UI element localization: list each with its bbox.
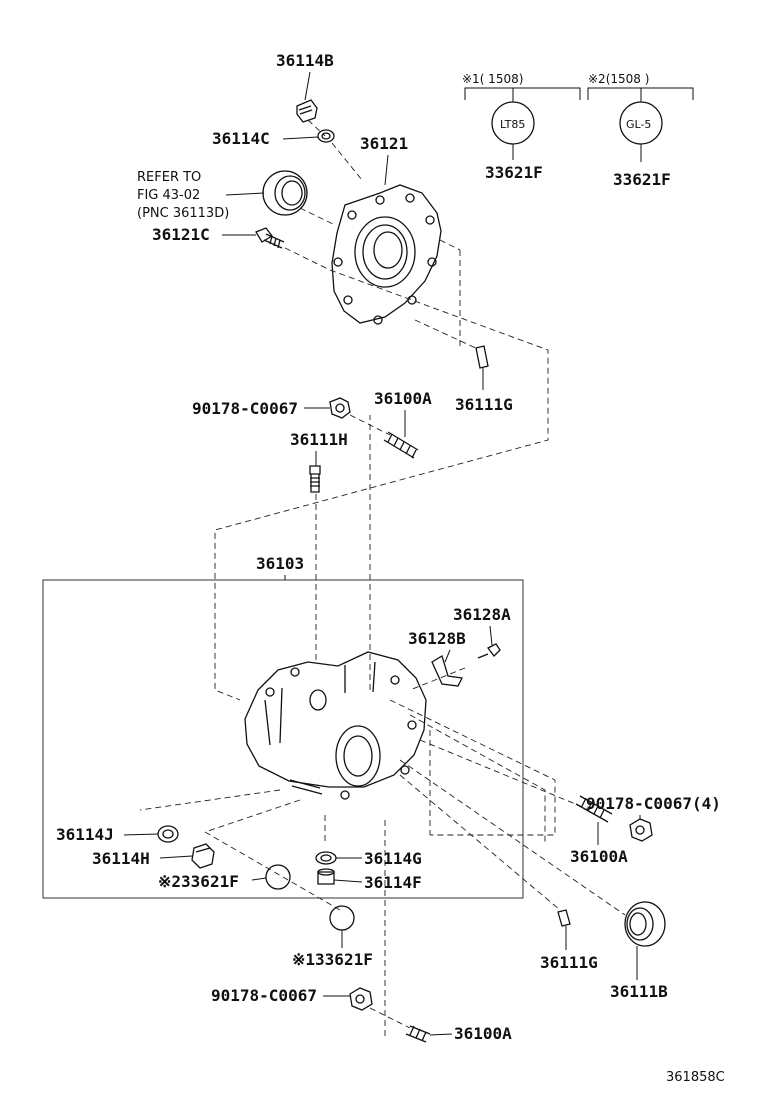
label-36128A: 36128A [453, 605, 511, 624]
label-36114C: 36114C [212, 129, 270, 148]
label-36111G-top: 36111G [455, 395, 513, 414]
housing-36103-icon [244, 651, 427, 800]
label-36111B: 36111B [610, 982, 668, 1001]
label-33621F-m2: ※233621F [158, 872, 239, 891]
label-36100A-bot: 36100A [454, 1024, 512, 1043]
stud-36100A-bot-icon [405, 1025, 431, 1043]
note-2-label: ※2(1508 ) [588, 72, 649, 86]
gasket-36114G-icon [315, 851, 337, 865]
cap-33621F-1-icon [329, 905, 355, 931]
label-36114J: 36114J [56, 825, 114, 844]
housing-frame [42, 579, 524, 899]
pin-36111G-bot-icon [557, 909, 571, 927]
oil-seal-36111B-icon [624, 901, 666, 947]
label-36100A-top: 36100A [374, 389, 432, 408]
note-1-part-label: 33621F [485, 163, 543, 182]
label-pnc-ref: (PNC 36113D) [137, 206, 229, 221]
nut-90178-4-icon [629, 818, 653, 842]
breather-36111H-icon [309, 465, 321, 493]
nut-90178-top-icon [329, 397, 351, 419]
nut-90178-bot-icon [349, 987, 373, 1011]
label-36100A-mid: 36100A [570, 847, 628, 866]
note-2-part-label: 33621F [613, 170, 671, 189]
label-33621F-m1: ※133621F [292, 950, 373, 969]
figure-id: 361858C [666, 1070, 725, 1085]
label-90178-top: 90178-C0067 [192, 399, 298, 418]
cap-33621F-2-icon [265, 864, 291, 890]
label-refer-to: REFER TO [137, 170, 201, 185]
plug-36114H-icon [191, 843, 215, 869]
label-36114H: 36114H [92, 849, 150, 868]
cover-36121-icon [331, 184, 442, 325]
label-90178-4: 90178-C0067(4) [586, 794, 721, 813]
lt85-label: LT85 [500, 118, 525, 131]
label-36111G-bot: 36111G [540, 953, 598, 972]
label-36103: 36103 [256, 554, 304, 573]
label-90178-bot: 90178-C0067 [211, 986, 317, 1005]
stud-36100A-top-icon [383, 431, 419, 459]
gasket-36114J-icon [157, 825, 179, 843]
label-36114G: 36114G [364, 849, 422, 868]
note-group-1: ※1( 1508) LT85 33621F [462, 72, 581, 182]
bolt-36121C-icon [255, 227, 285, 249]
plug-36114F-icon [317, 868, 335, 885]
label-36121C: 36121C [152, 225, 210, 244]
bracket-36128B-icon [431, 655, 463, 687]
note-group-2: ※2(1508 ) GL-5 33621F [587, 72, 694, 189]
label-fig-ref: FIG 43-02 [137, 188, 200, 203]
note-1-label: ※1( 1508) [462, 72, 523, 86]
label-36121: 36121 [360, 134, 408, 153]
gasket-36114C-icon [317, 129, 335, 143]
gl5-label: GL-5 [626, 118, 651, 131]
label-36114B: 36114B [276, 51, 334, 70]
label-36128B: 36128B [408, 629, 466, 648]
pin-36111G-top-icon [475, 345, 489, 369]
label-36114F: 36114F [364, 873, 422, 892]
stud-36100A-mid-icon [575, 795, 613, 823]
plug-36114B-icon [296, 99, 318, 123]
bolt-36128A-icon [477, 643, 501, 659]
label-36111H: 36111H [290, 430, 348, 449]
